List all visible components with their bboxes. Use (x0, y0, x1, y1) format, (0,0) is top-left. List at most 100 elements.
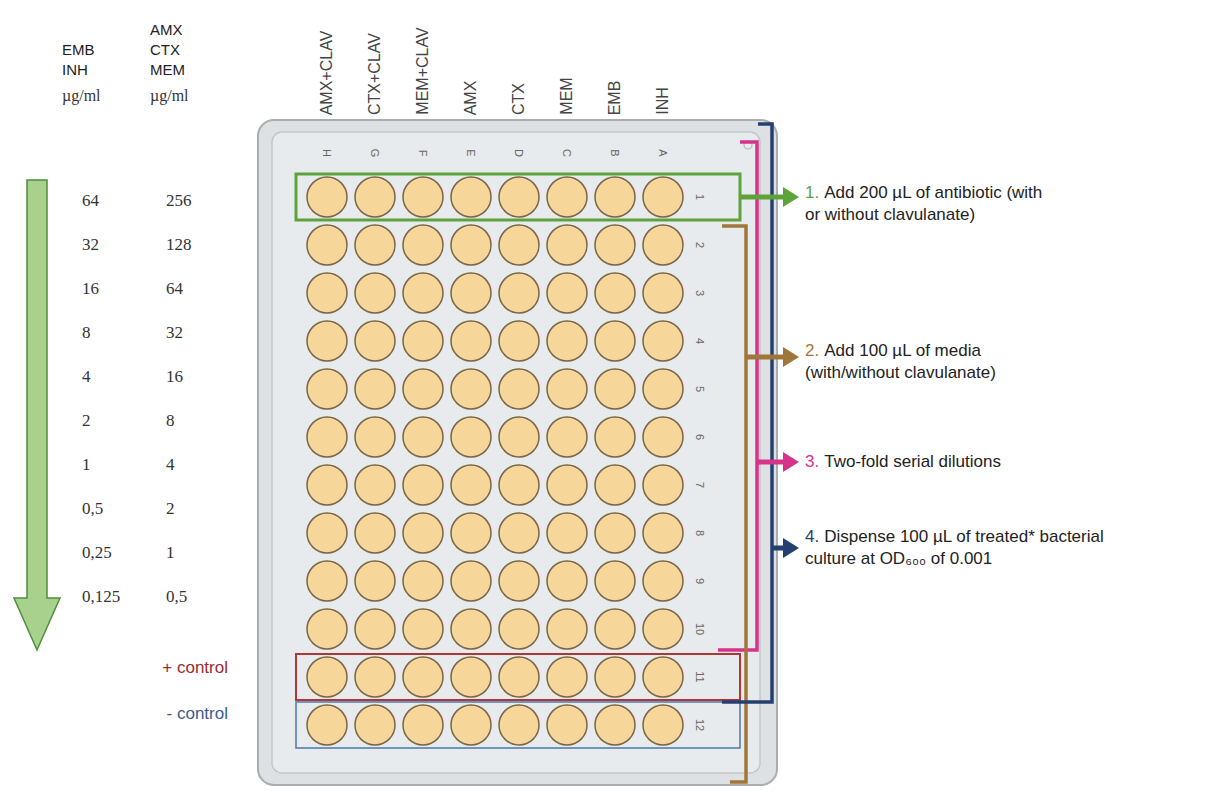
column-header: MEM (558, 78, 576, 115)
control-label: + control (162, 659, 228, 678)
drug-header: INH (62, 62, 88, 79)
step-annotation: 1.Add 200 µL of antibiotic (with or with… (805, 182, 1055, 226)
plate-letter: F (417, 150, 429, 157)
plate-letter: G (369, 149, 381, 158)
row-number: 6 (694, 434, 706, 440)
concentration-value: 0,125 (82, 588, 120, 607)
well (451, 705, 491, 745)
well (355, 177, 395, 217)
arrow-head (783, 538, 799, 558)
well (403, 465, 443, 505)
well (355, 657, 395, 697)
column-header: CTX (510, 83, 528, 115)
column-header: AMX+CLAV (318, 30, 336, 115)
column-header: CTX+CLAV (366, 33, 384, 115)
well (595, 273, 635, 313)
column-header: MEM+CLAV (414, 28, 432, 115)
well (307, 369, 347, 409)
well (643, 513, 683, 553)
positive-control-box (296, 654, 740, 700)
well (547, 417, 587, 457)
well (643, 369, 683, 409)
well (595, 513, 635, 553)
well (643, 609, 683, 649)
well (547, 273, 587, 313)
well (595, 369, 635, 409)
well (307, 513, 347, 553)
well (403, 273, 443, 313)
row-number: 9 (694, 578, 706, 584)
well (595, 609, 635, 649)
plate-body (258, 120, 777, 785)
well (643, 657, 683, 697)
concentration-value: 64 (166, 280, 183, 299)
well (499, 225, 539, 265)
well (643, 705, 683, 745)
well (595, 465, 635, 505)
concentration-value: 256 (166, 192, 192, 211)
row-number: 7 (694, 482, 706, 488)
well (355, 513, 395, 553)
well (547, 657, 587, 697)
step-annotation: 4.Dispense 100 µL of treated* bacterial … (805, 526, 1105, 570)
plate-inner (272, 132, 760, 773)
row-highlight (296, 174, 740, 220)
plate-letter: A (657, 149, 669, 156)
well (403, 321, 443, 361)
well (595, 321, 635, 361)
well (643, 561, 683, 601)
step-arrow (757, 460, 786, 465)
well (355, 705, 395, 745)
well (499, 561, 539, 601)
well (643, 465, 683, 505)
row-number: 3 (694, 290, 706, 296)
drug-header: MEM (150, 62, 185, 79)
row-number: 11 (694, 671, 706, 682)
step-text: Two-fold serial dilutions (824, 452, 1001, 471)
step-arrow (740, 195, 786, 200)
well (403, 561, 443, 601)
dilution-bracket (718, 142, 757, 650)
plate-letter: H (321, 149, 333, 157)
well (499, 465, 539, 505)
well (547, 513, 587, 553)
column-header: AMX (462, 80, 480, 115)
row-number: 4 (694, 338, 706, 344)
well (643, 177, 683, 217)
step-text: Add 200 µL of antibiotic (with or withou… (805, 183, 1042, 224)
well (307, 225, 347, 265)
unit-label: µg/ml (62, 87, 101, 105)
well (403, 225, 443, 265)
row-number: 1 (694, 194, 706, 200)
well (547, 369, 587, 409)
concentration-value: 0,5 (166, 588, 187, 607)
well (307, 657, 347, 697)
well (547, 177, 587, 217)
well (499, 513, 539, 553)
well (307, 417, 347, 457)
well (547, 561, 587, 601)
concentration-value: 0,5 (82, 500, 103, 519)
well (451, 657, 491, 697)
well (307, 177, 347, 217)
well (499, 177, 539, 217)
step-text: Dispense 100 µL of treated* bacterial cu… (805, 527, 1104, 568)
well (499, 321, 539, 361)
culture-bracket (722, 124, 772, 702)
concentration-value: 0,25 (82, 544, 112, 563)
unit-label: µg/ml (150, 87, 189, 105)
well (451, 225, 491, 265)
step-number: 2. (805, 341, 819, 360)
arrow-head (783, 452, 799, 472)
drug-header: AMX (150, 22, 183, 39)
well (451, 273, 491, 313)
well (547, 705, 587, 745)
step-text: Add 100 µL of media (with/without clavul… (805, 341, 996, 382)
well (499, 417, 539, 457)
arrow-head (783, 347, 799, 367)
well (307, 465, 347, 505)
wells (307, 177, 683, 745)
step-number: 4. (805, 527, 819, 546)
step-number: 1. (805, 183, 819, 202)
well (355, 417, 395, 457)
